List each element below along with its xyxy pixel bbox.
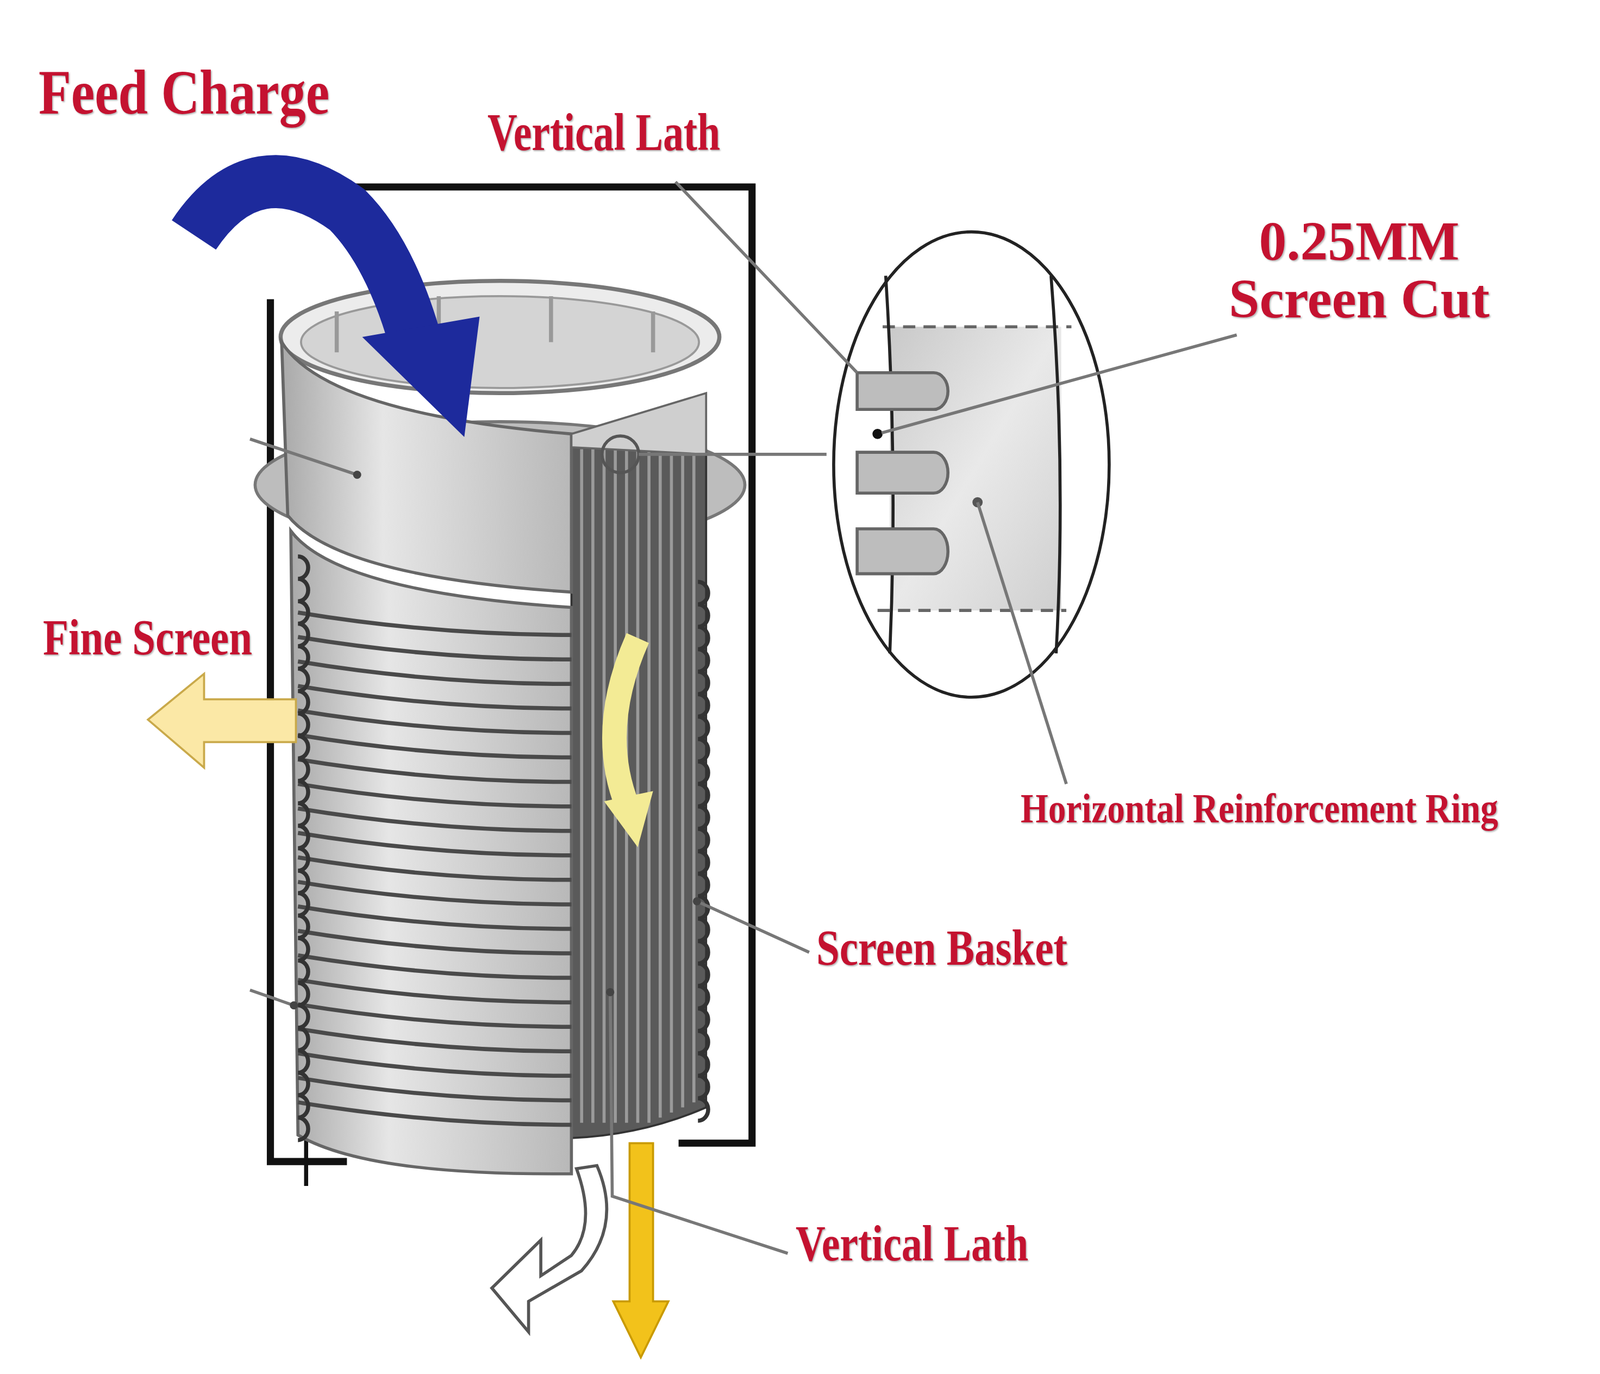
leader-lines <box>250 182 1237 1254</box>
top-rim-inner <box>301 296 699 389</box>
vertical-laths <box>581 449 695 1123</box>
part-label: 0.25MM Screen Cut <box>1205 212 1512 329</box>
rotation-arrow-head <box>604 791 654 848</box>
leader-dots <box>289 470 702 1010</box>
part-label: Fine Screen <box>42 610 253 665</box>
fine-screen-arrow <box>147 673 296 768</box>
part-label: Horizontal Reinforcement Ring <box>1020 787 1499 831</box>
basket-interior <box>571 439 706 1139</box>
screen-ribs <box>297 612 572 1125</box>
rotation-arrow <box>614 638 639 807</box>
part-label: Vertical Lath <box>795 1216 1029 1271</box>
reject-arrow <box>491 1165 607 1333</box>
coil-right <box>697 582 709 1121</box>
detail-circle <box>833 232 1110 698</box>
part-label: Feed Charge <box>38 59 330 126</box>
screen-body <box>290 530 572 1174</box>
top-band-inner <box>571 392 706 455</box>
accept-arrow <box>613 1142 668 1358</box>
detail-marker <box>602 435 640 473</box>
part-label: Screen Basket <box>816 920 1068 975</box>
coil-left <box>297 556 309 1141</box>
detail-laths <box>857 372 948 574</box>
top-rim <box>280 280 720 394</box>
gap-dot <box>872 428 883 440</box>
feed-arrow-head <box>362 316 480 437</box>
part-label: Vertical Lath <box>487 104 721 161</box>
feed-arrow-body <box>194 181 419 353</box>
